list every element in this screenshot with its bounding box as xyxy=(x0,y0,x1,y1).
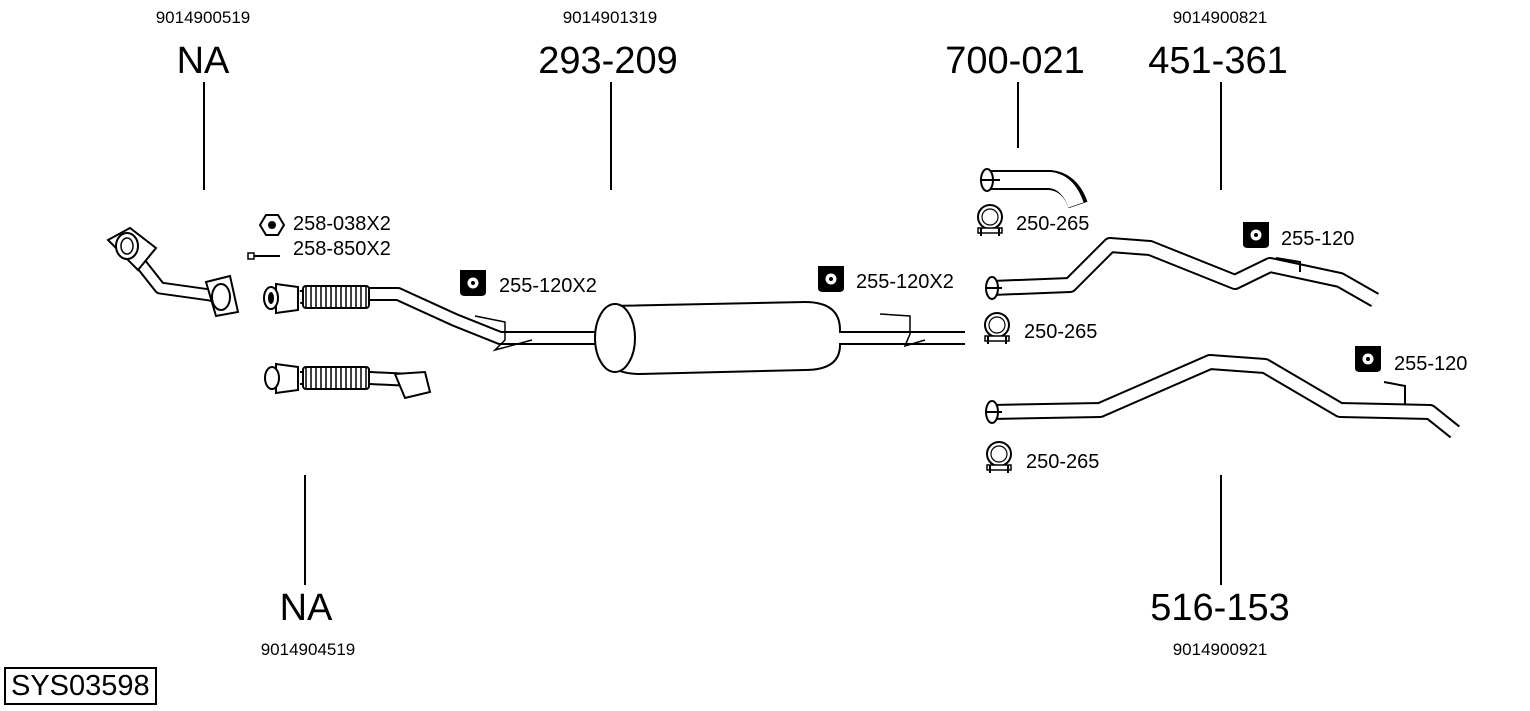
clamp-3-label: 250-265 xyxy=(1026,451,1100,473)
hanger-lower-label: 255-120 xyxy=(1394,353,1468,375)
leader-line-front-pipe-bottom xyxy=(304,475,306,585)
part-number-center-muffler: 293-209 xyxy=(538,40,678,82)
clamp-3-icon xyxy=(986,441,1012,474)
tailpipe-short xyxy=(980,168,1088,209)
part-number-tail-short: 700-021 xyxy=(945,40,1085,82)
flex-pipe-upper xyxy=(263,282,620,352)
part-number-tail-lower: 516-153 xyxy=(1150,587,1290,629)
bolt-label: 258-850X2 xyxy=(293,238,391,260)
leader-line-front-pipe-top xyxy=(203,82,205,190)
front-pipe-top xyxy=(106,226,240,318)
clamp-1-icon xyxy=(977,204,1003,237)
hanger-front-icon xyxy=(460,270,486,296)
hanger-front-label: 255-120X2 xyxy=(499,275,597,297)
nut-icon xyxy=(258,214,286,236)
hanger-rear-label: 255-120X2 xyxy=(856,271,954,293)
oe-number-front-pipe-bottom: 9014904519 xyxy=(260,640,356,659)
tailpipe-upper xyxy=(985,237,1379,307)
oe-number-center-muffler: 9014901319 xyxy=(562,8,658,27)
oe-number-tail-lower: 9014900921 xyxy=(1172,640,1268,659)
nut-label: 258-038X2 xyxy=(293,213,391,235)
leader-line-tail-lower xyxy=(1220,475,1222,585)
hanger-upper-icon xyxy=(1243,222,1269,248)
hanger-rear-icon xyxy=(818,266,844,292)
part-number-tail-upper: 451-361 xyxy=(1148,40,1288,82)
front-pipe-bottom xyxy=(264,362,432,400)
part-number-front-pipe-top: NA xyxy=(176,40,230,82)
leader-line-tail-upper xyxy=(1220,82,1222,190)
center-muffler xyxy=(594,300,965,376)
oe-number-tail-upper: 9014900821 xyxy=(1172,8,1268,27)
hanger-lower-icon xyxy=(1355,346,1381,372)
part-number-front-pipe-bottom: NA xyxy=(279,587,333,629)
tailpipe-lower xyxy=(985,354,1460,439)
hanger-upper-label: 255-120 xyxy=(1281,228,1355,250)
leader-line-center-muffler xyxy=(610,82,612,190)
oe-number-front-pipe-top: 9014900519 xyxy=(155,8,251,27)
system-id: SYS03598 xyxy=(4,667,157,705)
clamp-1-label: 250-265 xyxy=(1016,213,1090,235)
clamp-2-icon xyxy=(984,312,1010,345)
bolt-icon xyxy=(247,252,280,260)
clamp-2-label: 250-265 xyxy=(1024,321,1098,343)
leader-line-tail-short xyxy=(1017,82,1019,148)
